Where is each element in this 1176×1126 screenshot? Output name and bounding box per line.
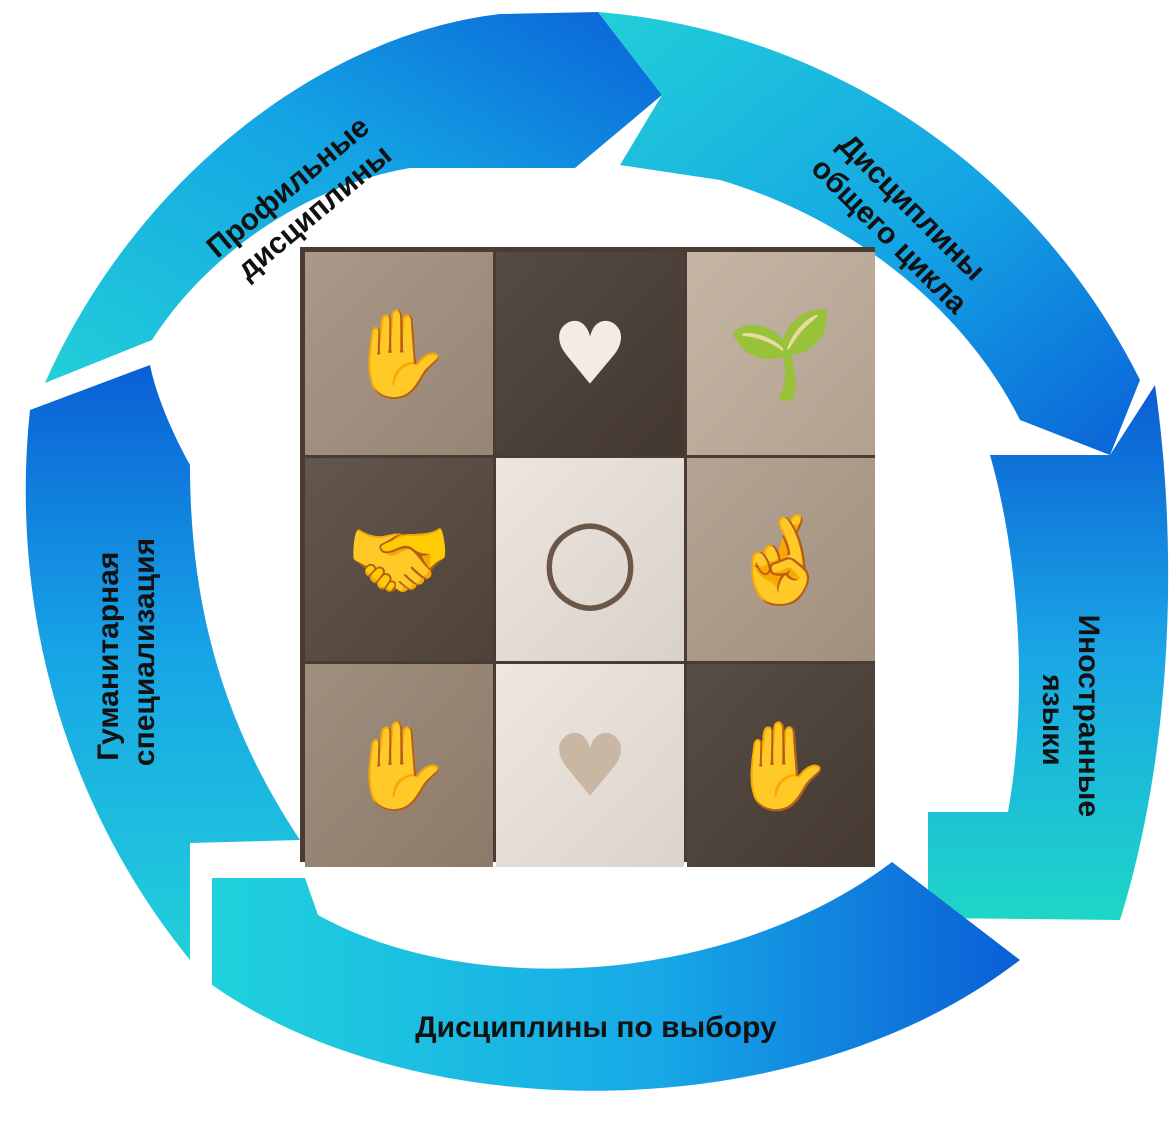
tile-grid: ✋ ♥ 🌱 🤝 ◯ 🤞 ✋ ♥ ✋: [305, 252, 875, 867]
arrow-segment-profile: [45, 12, 662, 383]
linked-fingers-icon-shade: [687, 458, 875, 661]
baby-hand-icon: ✋: [305, 664, 493, 867]
label-humanitarian-line-2: специализация: [128, 538, 161, 766]
arrow-segment-elective: [212, 862, 1020, 1091]
circle-of-hands-icon-glyph: ◯: [542, 511, 638, 612]
label-humanitarian: Гуманитарная специализация: [92, 538, 161, 766]
palm-on-palm-icon-shade: [687, 664, 875, 867]
holding-hands-icon-glyph: 🤝: [345, 511, 452, 611]
label-languages-line-1: Иностранные: [1072, 615, 1105, 818]
reaching-hands-icon: ✋: [305, 252, 493, 455]
heart-in-mittens-icon-glyph: ♥: [551, 305, 628, 405]
reaching-hands-icon-glyph: ✋: [345, 305, 452, 405]
heart-hands-icon-shade: [496, 664, 684, 867]
tree-in-palm-icon-glyph: 🌱: [727, 305, 834, 405]
linked-fingers-icon-glyph: 🤞: [727, 511, 834, 612]
heart-in-mittens-icon: ♥: [496, 252, 684, 455]
label-languages: Иностранные языки: [1036, 615, 1105, 826]
heart-hands-icon-glyph: ♥: [551, 717, 628, 817]
holding-hands-icon-shade: [305, 458, 493, 661]
linked-fingers-icon: 🤞: [687, 458, 875, 661]
arrow-segment-humanitarian: [25, 365, 301, 960]
tree-in-palm-icon: 🌱: [687, 252, 875, 455]
circle-of-hands-icon: ◯: [496, 458, 684, 661]
palm-on-palm-icon: ✋: [687, 664, 875, 867]
heart-hands-icon: ♥: [496, 664, 684, 867]
label-elective: Дисциплины по выбору: [415, 1011, 777, 1044]
arrow-segment-general: [598, 12, 1140, 455]
label-languages-line-2: языки: [1036, 673, 1069, 766]
holding-hands-icon: 🤝: [305, 458, 493, 661]
circle-of-hands-icon-shade: [496, 458, 684, 661]
heart-in-mittens-icon-shade: [496, 252, 684, 455]
baby-hand-icon-shade: [305, 664, 493, 867]
reaching-hands-icon-shade: [305, 252, 493, 455]
center-photo-collage: ✋ ♥ 🌱 🤝 ◯ 🤞 ✋ ♥ ✋: [300, 247, 875, 867]
arrow-segment-languages: [928, 385, 1169, 920]
palm-on-palm-icon-glyph: ✋: [727, 717, 834, 817]
baby-hand-icon-glyph: ✋: [345, 717, 452, 817]
tree-in-palm-icon-shade: [687, 252, 875, 455]
label-humanitarian-line-1: Гуманитарная: [92, 552, 125, 761]
